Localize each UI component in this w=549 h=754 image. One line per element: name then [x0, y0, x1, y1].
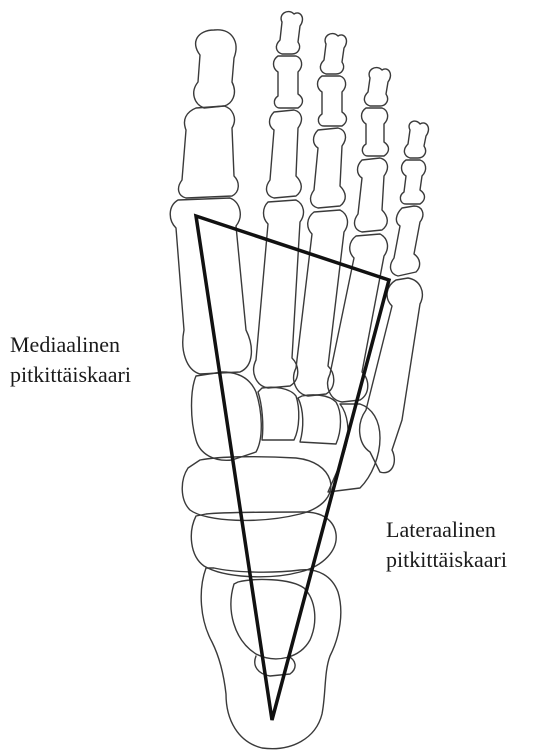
metatarsals [170, 198, 422, 473]
navicular [182, 457, 331, 521]
lateral-arch-label-line2: pitkittäiskaari [386, 545, 507, 575]
fifth-toe [391, 121, 429, 276]
medial-arch-label: Mediaalinen pitkittäiskaari [10, 330, 131, 390]
hallux [179, 30, 239, 198]
fourth-toe [355, 68, 391, 232]
midfoot-bones [192, 372, 381, 492]
calcaneus [201, 568, 341, 749]
medial-arch-label-line1: Mediaalinen [10, 330, 131, 360]
third-toe [311, 34, 347, 208]
arch-triangle [196, 216, 389, 720]
medial-arch-label-line2: pitkittäiskaari [10, 360, 131, 390]
second-toe [267, 12, 303, 198]
lateral-arch-label-line1: Lateraalinen [386, 515, 507, 545]
lateral-arch-label: Lateraalinen pitkittäiskaari [386, 515, 507, 575]
